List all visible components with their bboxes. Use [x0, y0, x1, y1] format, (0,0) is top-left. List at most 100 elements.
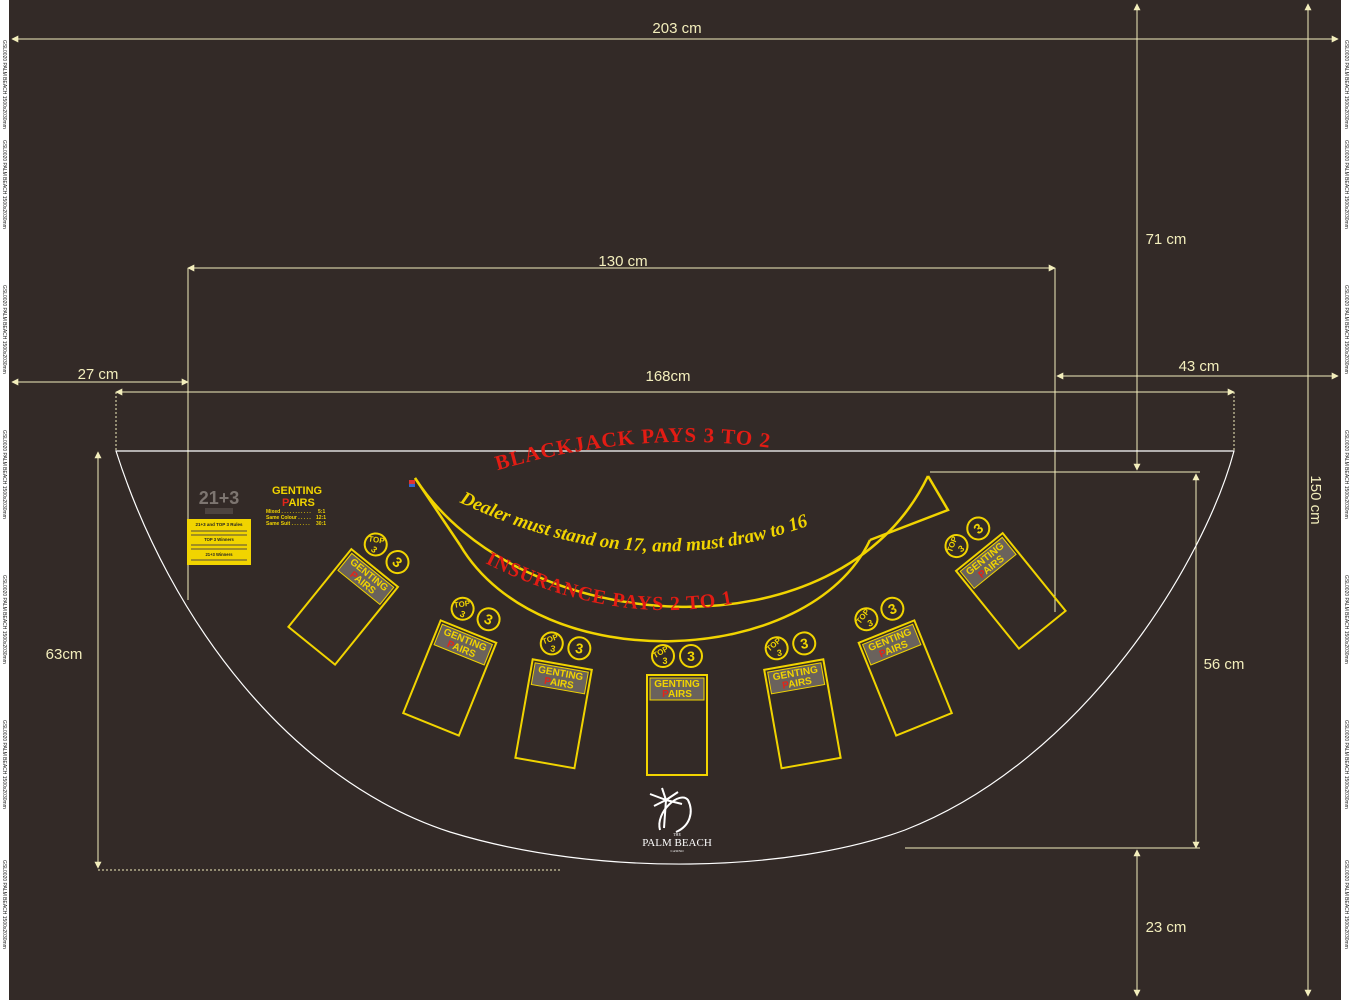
- pairs-label: PAIRS: [662, 689, 692, 700]
- betting-box[interactable]: [401, 619, 498, 737]
- betting-box[interactable]: [646, 674, 708, 776]
- side-label: GSL0020 PALM BEACH 1500x2030mm: [1, 430, 7, 519]
- logo-casino: CASINO: [670, 849, 684, 853]
- genting-pairs-title: PAIRS: [282, 497, 315, 509]
- side-bet-top3-title: TOP 3 Winners: [204, 537, 234, 542]
- side-label: GSL0020 PALM BEACH 1500x2030mm: [1343, 720, 1349, 809]
- genting-pairs-label: [767, 662, 826, 695]
- genting-pairs-label: [861, 623, 922, 666]
- arc-left-cap: [413, 477, 462, 546]
- left-margin-strip: [0, 0, 9, 1000]
- side-bet-panel: 21+3 21+3 and TOP 3 Rules TOP 3 Winners …: [187, 488, 251, 565]
- payout-label: Same Colour . . . . .: [266, 515, 311, 521]
- side-label: GSL0020 PALM BEACH 1500x2030mm: [1343, 430, 1349, 519]
- felt-background: [9, 0, 1341, 1000]
- side-label: GSL0020 PALM BEACH 1500x2030mm: [1, 40, 7, 129]
- side-label: GSL0020 PALM BEACH 1500x2030mm: [1343, 860, 1349, 949]
- three-circle[interactable]: [878, 594, 907, 623]
- three-circle[interactable]: [791, 631, 817, 656]
- palm-beach-logo: THE PALM BEACH CASINO: [642, 787, 712, 853]
- three-circle[interactable]: [963, 513, 994, 544]
- dim-label-right-margin: 43 cm: [1179, 358, 1220, 375]
- genting-pairs-label: [433, 623, 494, 666]
- genting-pairs-label: [959, 536, 1017, 590]
- flag-marker: [409, 480, 415, 487]
- payout-value: 12:1: [316, 515, 326, 521]
- genting-pairs-label: [530, 662, 589, 695]
- side-labels-left: GSL0020 PALM BEACH 1500x2030mm GSL0020 P…: [1, 40, 7, 949]
- logo-the: THE: [673, 832, 681, 837]
- payout-label: Mixed . . . . . . . . . . .: [266, 509, 311, 515]
- dim-label-total-height: 150 cm: [1307, 475, 1324, 524]
- side-label: GSL0020 PALM BEACH 1500x2030mm: [1343, 40, 1349, 129]
- payout-value: 30:1: [316, 521, 326, 527]
- three-label: 3: [574, 640, 585, 657]
- table-outline: [115, 450, 1235, 865]
- top3-number: 3: [458, 609, 466, 620]
- side-label: GSL0020 PALM BEACH 1500x2030mm: [1343, 140, 1349, 229]
- top3-circle[interactable]: [764, 636, 789, 661]
- dim-label-table-depth: 63cm: [46, 646, 83, 663]
- betting-box[interactable]: [514, 658, 593, 770]
- betting-box[interactable]: [954, 531, 1067, 651]
- side-bet-winners-title: 21+3 Winners: [205, 552, 233, 557]
- top3-number: 3: [776, 647, 783, 658]
- dim-label-table-width: 168cm: [645, 368, 690, 385]
- payout-value: 5:1: [318, 509, 325, 515]
- palm-leaves: [649, 787, 683, 807]
- genting-pairs-label: [649, 677, 705, 701]
- genting-label: GENTING: [654, 679, 700, 690]
- three-label: 3: [687, 648, 695, 664]
- pairs-label: PAIRS: [543, 676, 575, 692]
- top3-label: TOP: [368, 534, 386, 546]
- side-label: GSL0020 PALM BEACH 1500x2030mm: [1, 285, 7, 374]
- rules-text-lines: [191, 530, 247, 561]
- side-label: GSL0020 PALM BEACH 1500x2030mm: [1343, 285, 1349, 374]
- payout-label: Same Suit . . . . . . .: [266, 521, 310, 527]
- top3-circle[interactable]: [448, 594, 477, 623]
- top3-label: TOP: [453, 599, 471, 610]
- betting-box[interactable]: [763, 658, 842, 770]
- genting-pairs-info: GENTING PAIRS Mixed . . . . . . . . . . …: [266, 485, 326, 527]
- dim-label-left-margin: 27 cm: [78, 366, 119, 383]
- side-bet-logo: 21+3: [199, 488, 240, 508]
- top3-circle[interactable]: [360, 529, 391, 560]
- top3-circle[interactable]: [852, 605, 881, 634]
- betting-box[interactable]: [857, 619, 954, 737]
- three-circle[interactable]: [382, 547, 413, 578]
- top3-circle[interactable]: [539, 631, 564, 656]
- side-label: GSL0020 PALM BEACH 1500x2030mm: [1, 860, 7, 949]
- side-label: GSL0020 PALM BEACH 1500x2030mm: [1, 575, 7, 664]
- right-margin-strip: [1341, 0, 1353, 1000]
- top3-circle[interactable]: [651, 644, 675, 668]
- pairs-label: PAIRS: [781, 676, 813, 692]
- top3-circle[interactable]: [941, 531, 972, 562]
- dim-label-inner-span: 130 cm: [598, 253, 647, 270]
- dim-label-right-depth: 56 cm: [1204, 656, 1245, 673]
- dim-label-bottom-margin: 23 cm: [1146, 919, 1187, 936]
- side-bet-badge: [205, 508, 233, 514]
- top3-number: 3: [662, 656, 667, 666]
- logo-wordmark: PALM BEACH: [642, 837, 712, 849]
- upper-arc-line: [413, 475, 930, 609]
- side-label: GSL0020 PALM BEACH 1500x2030mm: [1343, 575, 1349, 664]
- three-circle[interactable]: [679, 644, 703, 668]
- dim-label-total-width: 203 cm: [652, 20, 701, 37]
- logo-moon: [658, 796, 692, 833]
- arc-right-cap: [869, 475, 950, 542]
- side-bet-rules-card: [187, 519, 251, 565]
- betting-box[interactable]: [287, 547, 400, 667]
- dim-label-top-margin: 71 cm: [1146, 231, 1187, 248]
- three-circle[interactable]: [567, 636, 592, 661]
- top3-number: 3: [956, 543, 966, 554]
- genting-title: GENTING: [272, 485, 322, 497]
- three-circle[interactable]: [474, 605, 503, 634]
- side-label: GSL0020 PALM BEACH 1500x2030mm: [1, 140, 7, 229]
- side-labels-right: GSL0020 PALM BEACH 1500x2030mm GSL0020 P…: [1343, 40, 1349, 949]
- top3-number: 3: [866, 618, 874, 629]
- top3-number: 3: [369, 544, 379, 555]
